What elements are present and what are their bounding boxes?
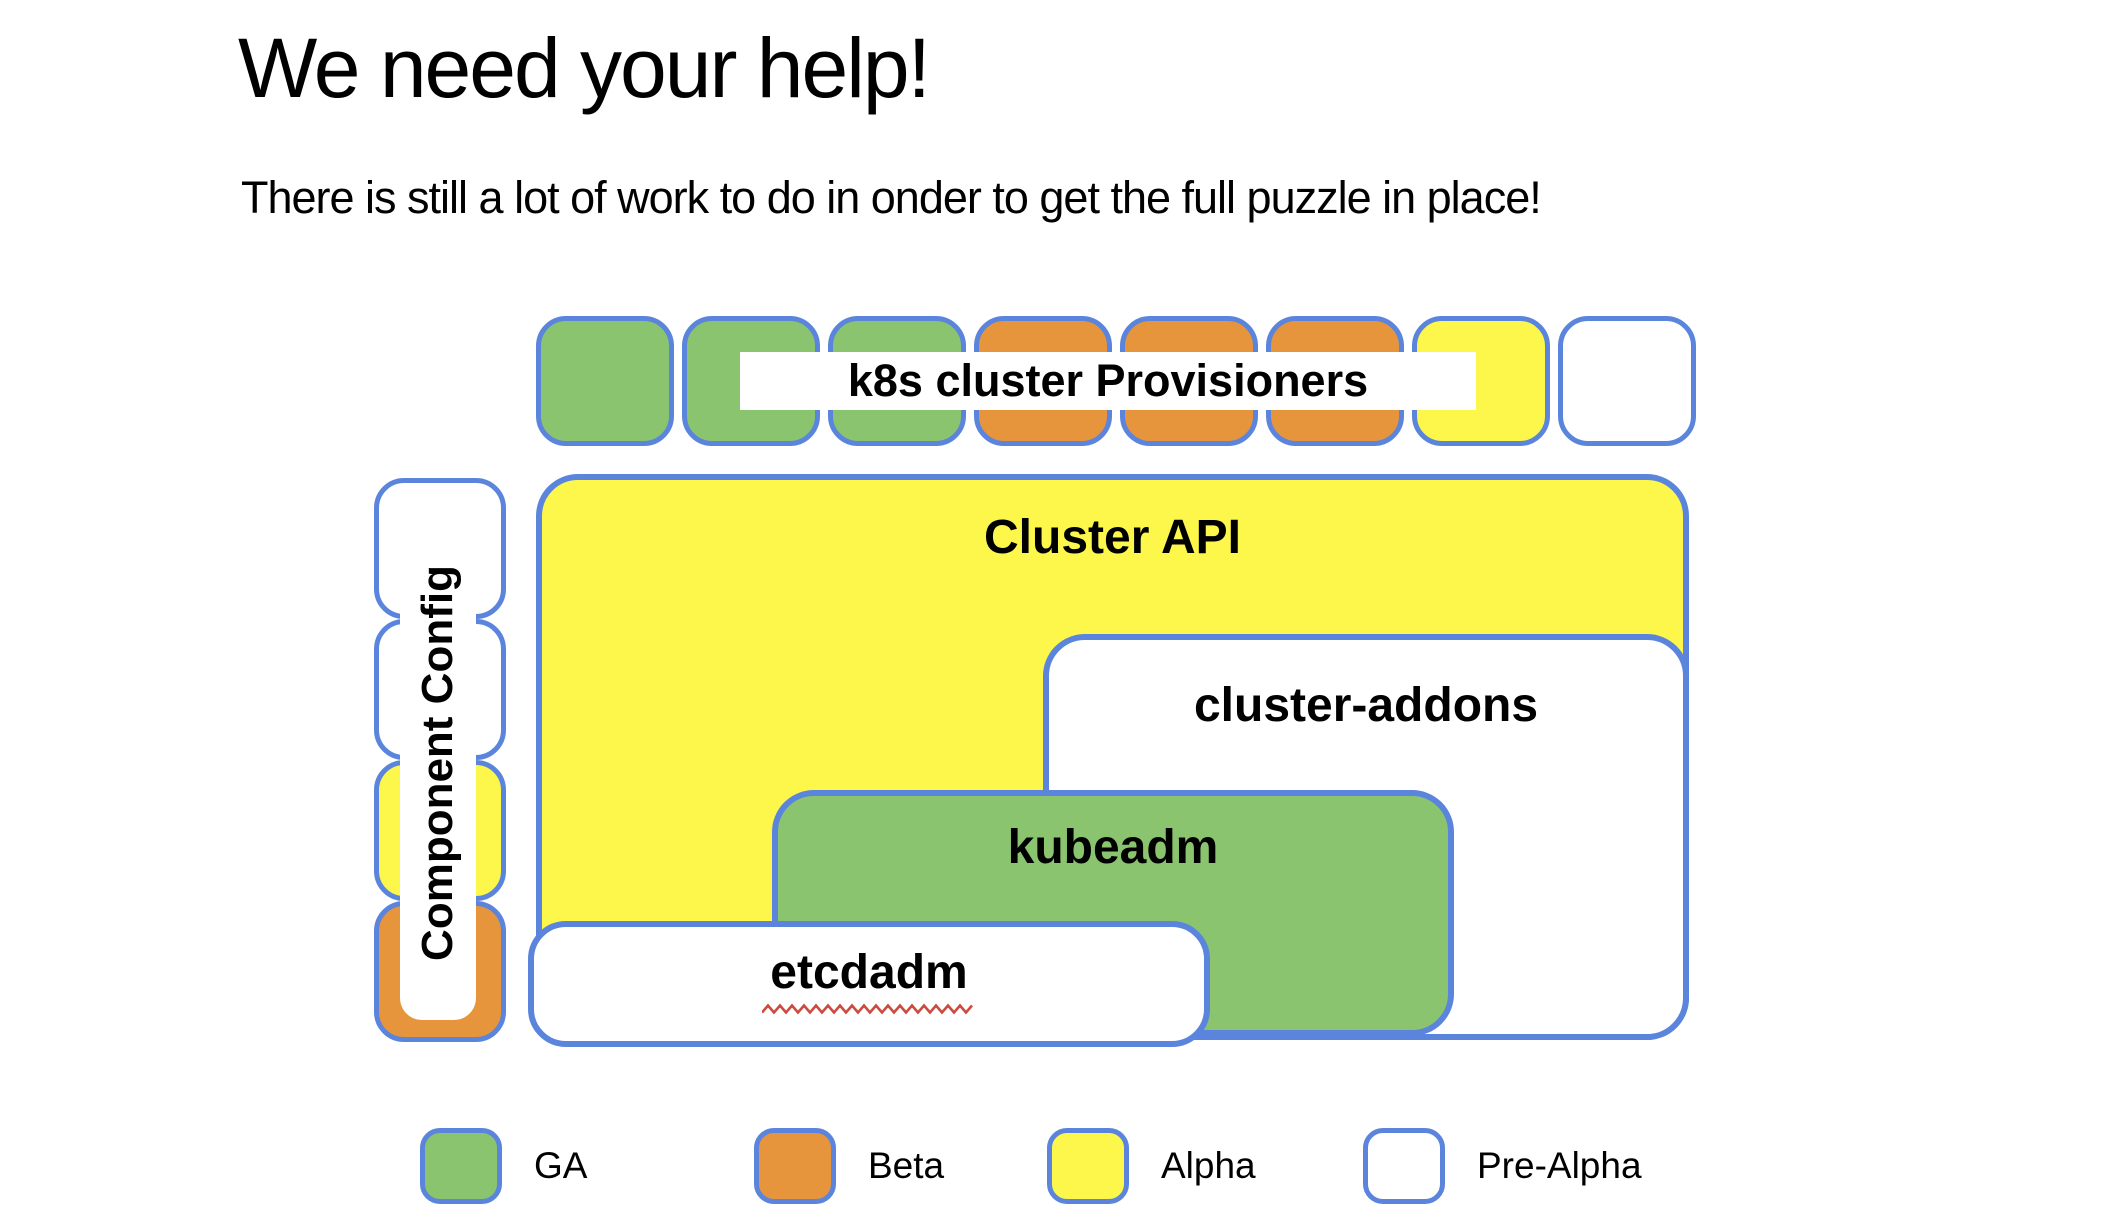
provisioner-square-1-ga — [536, 316, 674, 446]
etcdadm-label: etcdadm — [770, 946, 968, 999]
legend-label-prealpha: Pre-Alpha — [1477, 1145, 1642, 1186]
legend-swatch-prealpha — [1363, 1128, 1445, 1204]
component-config-label-box: Component Config — [400, 506, 476, 1020]
provisioner-square-8-prealpha — [1558, 316, 1696, 446]
legend-label-beta: Beta — [868, 1145, 945, 1186]
component-config-label: Component Config — [413, 565, 462, 961]
etcdadm-box: etcdadm — [528, 921, 1210, 1047]
legend-swatch-ga — [420, 1128, 502, 1204]
slide-subtitle: There is still a lot of work to do in on… — [241, 172, 1542, 223]
cluster-api-label: Cluster API — [984, 511, 1241, 564]
kubeadm-label: kubeadm — [1007, 821, 1219, 874]
spellcheck-squiggle-icon — [762, 1003, 973, 1015]
legend-swatch-alpha — [1047, 1128, 1129, 1204]
legend-label-ga: GA — [534, 1145, 588, 1186]
cluster-addons-label: cluster-addons — [1193, 679, 1539, 732]
legend-label-alpha: Alpha — [1161, 1145, 1256, 1186]
slide-title: We need your help! — [238, 21, 931, 115]
legend-swatch-beta — [754, 1128, 836, 1204]
provisioners-label: k8s cluster Provisioners — [740, 352, 1476, 410]
